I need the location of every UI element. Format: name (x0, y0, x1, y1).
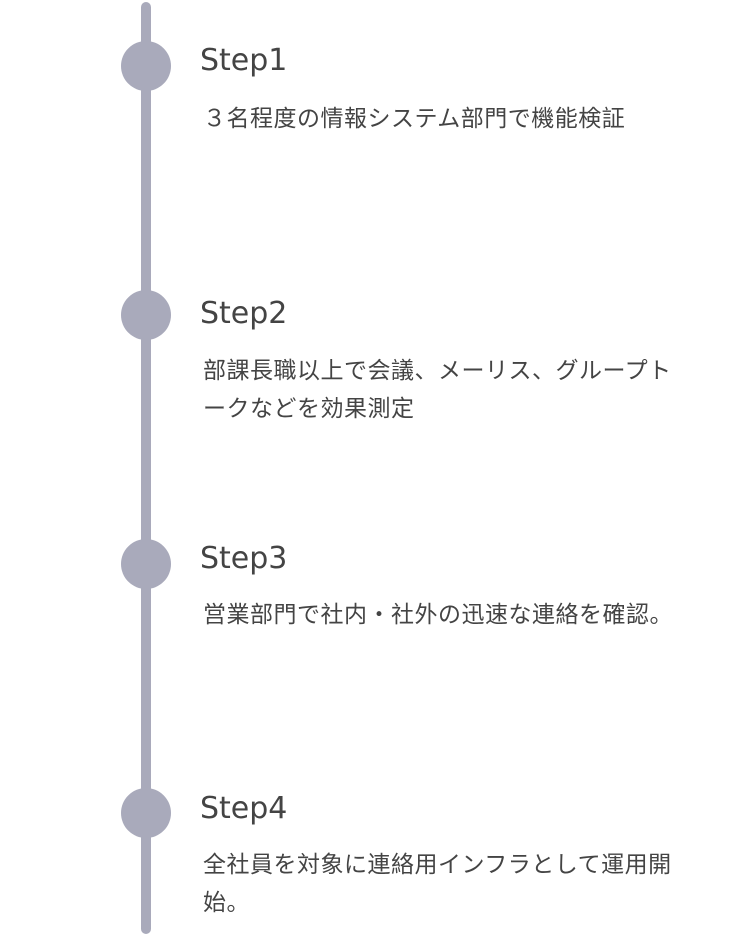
step-3-description: 営業部門で社内・社外の迅速な連絡を確認。 (203, 602, 673, 628)
step-2-description: 部課長職以上で会議、メーリス、グループトークなどを効果測定 (203, 358, 672, 422)
step-2-dot (121, 290, 171, 340)
step-2-title: Step2 (200, 296, 288, 331)
step-1-dot (121, 41, 171, 91)
step-1-description: ３名程度の情報システム部門で機能検証 (203, 106, 626, 132)
step-3-dot (121, 539, 171, 589)
step-3-title: Step3 (200, 541, 288, 576)
step-4-dot (121, 788, 171, 838)
step-4-title: Step4 (200, 791, 288, 826)
step-1-title: Step1 (200, 43, 288, 78)
timeline-line (141, 2, 151, 934)
step-4-description: 全社員を対象に連絡用インフラとして運用開始。 (203, 852, 672, 916)
